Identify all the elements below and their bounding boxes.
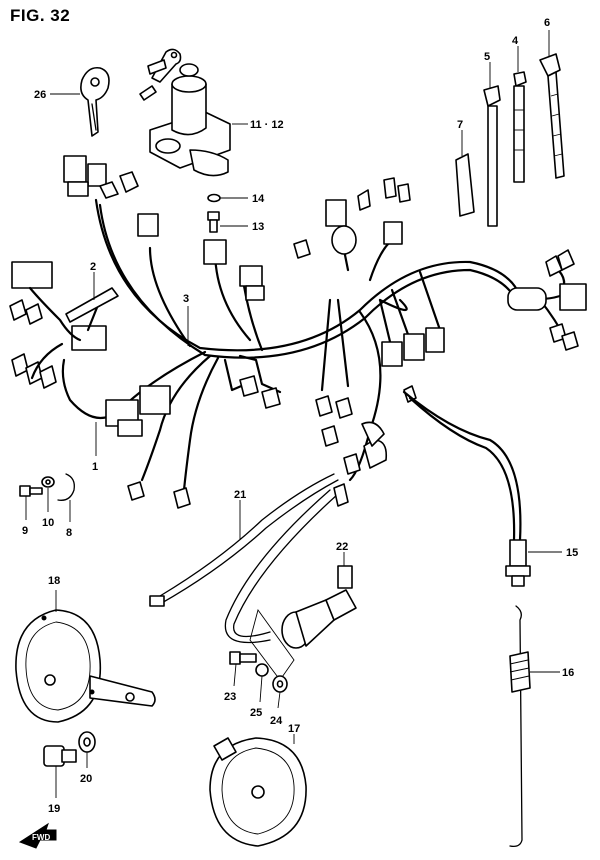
svg-text:16: 16	[562, 667, 574, 679]
callout-23: 23	[224, 663, 237, 703]
svg-text:6: 6	[544, 17, 550, 29]
callout-21: 21	[234, 489, 246, 540]
connector-group-mid-left	[105, 375, 281, 509]
callout-26: 26	[34, 89, 80, 101]
callout-7: 7	[457, 119, 463, 156]
svg-text:24: 24	[270, 715, 283, 727]
callout-8: 8	[66, 500, 72, 539]
svg-text:2: 2	[90, 261, 96, 273]
clip-8	[57, 473, 75, 501]
callout-25: 25	[250, 675, 263, 719]
horn-18	[15, 609, 156, 723]
speedometer-cable	[402, 390, 531, 587]
horn-17	[209, 737, 307, 847]
callout-16: 16	[530, 667, 574, 679]
svg-text:4: 4	[512, 35, 519, 47]
callout-5: 5	[484, 51, 491, 88]
callout-14: 14	[220, 193, 265, 205]
connector-group-left	[9, 261, 107, 389]
svg-text:5: 5	[484, 51, 490, 63]
harness-grommet	[507, 287, 547, 311]
svg-text:7: 7	[457, 119, 463, 131]
callout-22: 22	[336, 541, 348, 566]
svg-text:3: 3	[183, 293, 189, 305]
callout-24: 24	[270, 691, 283, 727]
svg-text:17: 17	[288, 723, 300, 735]
cover-7	[455, 153, 475, 217]
svg-text:22: 22	[336, 541, 348, 553]
svg-text:18: 18	[48, 575, 60, 587]
callout-6: 6	[544, 17, 550, 56]
bolt-23	[229, 651, 257, 665]
svg-text:10: 10	[42, 517, 54, 529]
callout-17: 17	[288, 723, 300, 744]
svg-text:9: 9	[22, 525, 28, 537]
band-4	[513, 71, 527, 183]
svg-text:11 · 12: 11 · 12	[250, 119, 284, 131]
svg-text:1: 1	[92, 461, 98, 473]
callout-4: 4	[512, 35, 519, 72]
band-5	[483, 85, 501, 227]
callout-13: 13	[220, 221, 264, 233]
callout-20: 20	[80, 752, 92, 785]
svg-text:20: 20	[80, 773, 92, 785]
callout-18: 18	[48, 575, 60, 612]
washer-25	[255, 663, 269, 677]
callout-3: 3	[183, 293, 189, 346]
callout-15: 15	[528, 547, 578, 559]
screw-9	[19, 485, 43, 497]
lead-wire-21	[149, 473, 349, 644]
svg-text:23: 23	[224, 691, 236, 703]
callout-2: 2	[90, 261, 96, 300]
svg-text:14: 14	[252, 193, 265, 205]
ignition-key	[80, 66, 110, 137]
svg-text:26: 26	[34, 89, 46, 101]
harness-marker-2	[65, 287, 119, 323]
callout-9: 9	[22, 496, 28, 537]
main-harness	[61, 198, 568, 492]
svg-text:25: 25	[250, 707, 262, 719]
bolt-19	[43, 745, 77, 767]
figure-title: FIG. 32	[10, 6, 71, 25]
callout-10: 10	[42, 488, 54, 529]
inner-cable-16	[509, 605, 531, 848]
svg-text:15: 15	[566, 547, 578, 559]
svg-text:21: 21	[234, 489, 246, 501]
callout-1: 1	[92, 422, 98, 473]
callout-19: 19	[48, 766, 60, 815]
svg-text:8: 8	[66, 527, 72, 539]
washer-14	[207, 193, 221, 203]
connector-group-top-left	[63, 155, 139, 199]
ignition-switch	[139, 48, 231, 177]
connector-group-center	[137, 177, 411, 301]
callout-11-12: 11 · 12	[232, 119, 284, 131]
connector-group-right	[315, 249, 587, 475]
clamp-6	[539, 53, 565, 179]
fwd-label: FWD	[32, 833, 50, 842]
fwd-arrow-icon: FWD	[18, 822, 57, 849]
svg-text:19: 19	[48, 803, 60, 815]
svg-text:13: 13	[252, 221, 264, 233]
switch-22	[249, 565, 357, 681]
bolt-13	[207, 211, 220, 233]
